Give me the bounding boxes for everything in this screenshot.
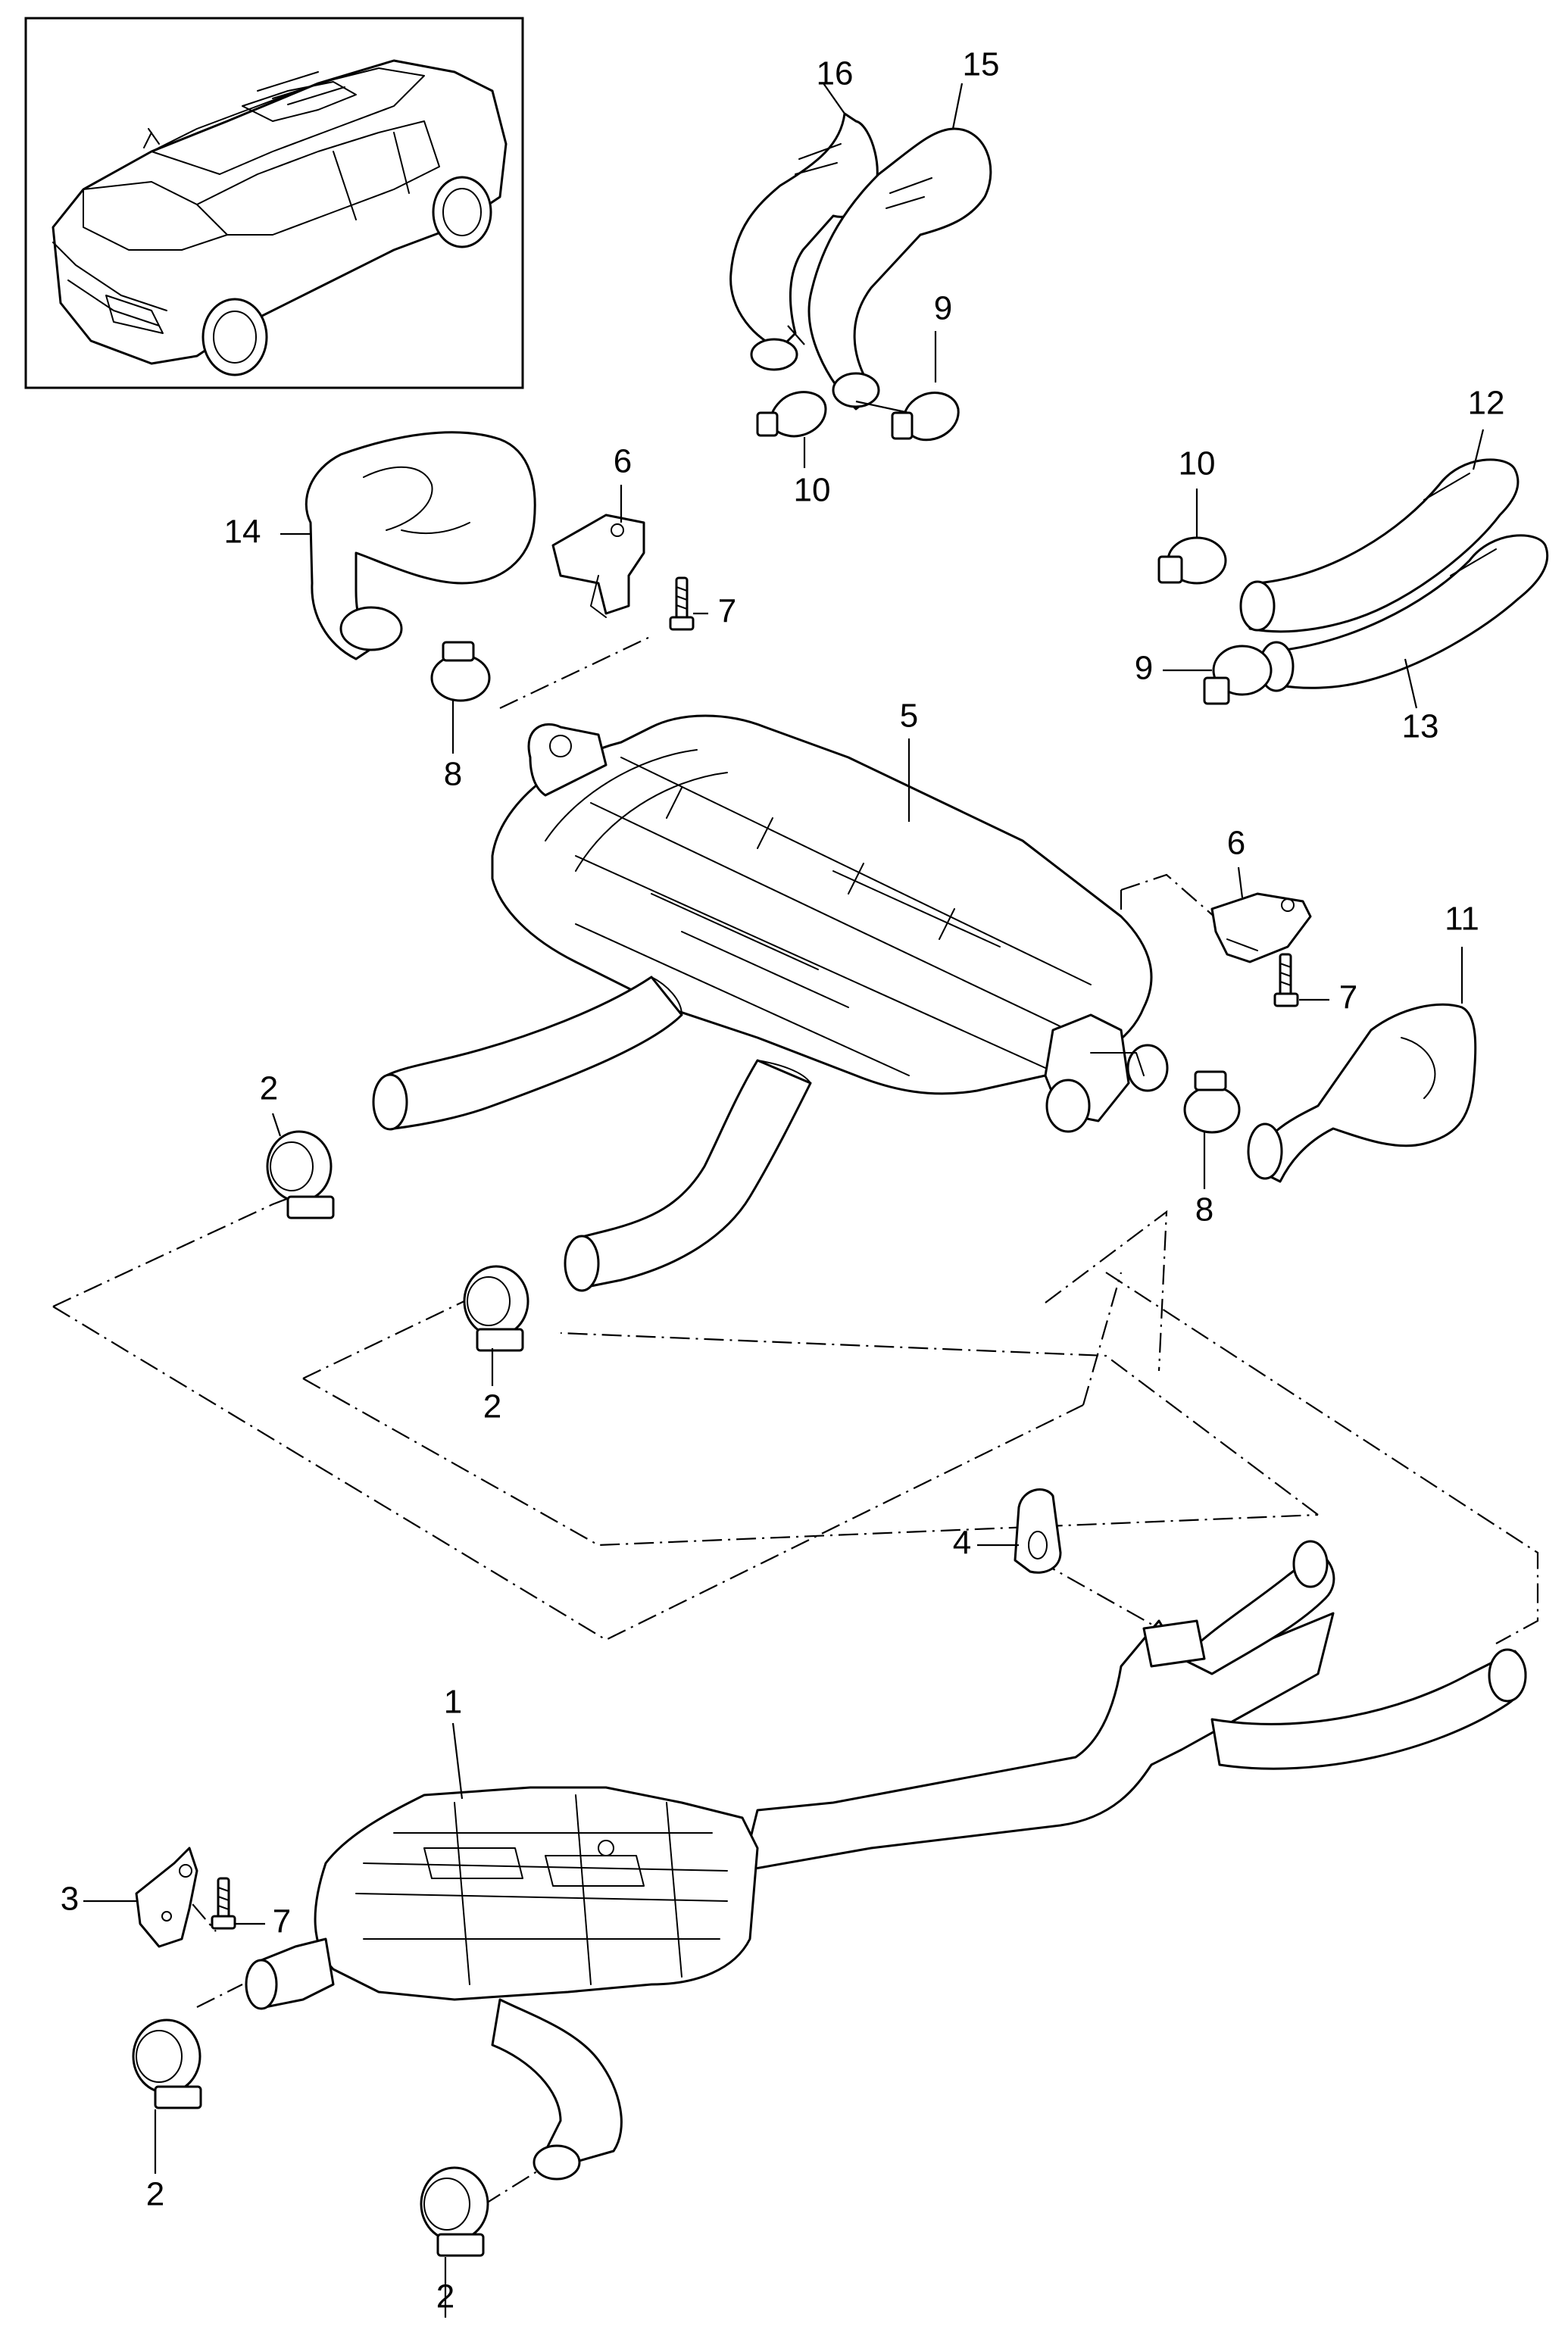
callout-2d: 2 xyxy=(436,2278,454,2315)
callout-10b: 10 xyxy=(1179,445,1216,482)
callout-14: 14 xyxy=(224,514,261,551)
callout-5: 5 xyxy=(900,698,918,735)
callout-2b: 2 xyxy=(483,1388,501,1425)
callout-2a: 2 xyxy=(260,1070,278,1107)
callout-12: 12 xyxy=(1468,385,1505,422)
callout-9b: 9 xyxy=(1135,650,1153,687)
bracket-3 xyxy=(135,1847,198,1948)
suv-illustration xyxy=(52,59,508,376)
silencer-5-outlet xyxy=(1044,1013,1169,1133)
clamp-2-b xyxy=(463,1265,529,1352)
hanger-4 xyxy=(1014,1488,1062,1574)
callout-2c: 2 xyxy=(146,2176,164,2213)
clamp-10-upper xyxy=(756,391,827,438)
callout-4: 4 xyxy=(953,1525,971,1562)
callout-11: 11 xyxy=(1445,901,1479,938)
clamp-2-d xyxy=(420,2166,489,2257)
callout-7b: 7 xyxy=(1339,979,1357,1016)
callout-labels: 1 2 2 2 2 3 4 5 6 6 7 7 7 8 8 9 9 10 10 … xyxy=(61,46,1505,2315)
callout-13: 13 xyxy=(1402,708,1439,745)
clamp-2-a xyxy=(266,1130,335,1219)
front-pipe-assembly-1 xyxy=(245,1540,1527,2181)
callout-8b: 8 xyxy=(1195,1191,1213,1229)
bracket-6-upper xyxy=(551,514,645,618)
callout-7a: 7 xyxy=(718,593,736,630)
clamp-9-right xyxy=(1203,645,1273,705)
rear-muffler-tip-14 xyxy=(305,431,536,660)
callout-6a: 6 xyxy=(614,443,632,480)
vehicle-inset xyxy=(24,17,524,389)
silencer-5-inlet-pipes xyxy=(372,976,812,1292)
callout-1: 1 xyxy=(444,1684,462,1721)
callout-8a: 8 xyxy=(444,756,462,793)
rear-muffler-tip-11 xyxy=(1247,1003,1477,1183)
callout-7c: 7 xyxy=(273,1903,291,1940)
tailpipe-12-13 xyxy=(1239,458,1549,692)
tailpipe-16 xyxy=(729,112,879,350)
callout-15: 15 xyxy=(963,46,1000,83)
callout-16: 16 xyxy=(817,55,854,92)
bolt-7-lower xyxy=(211,1877,236,1930)
bolt-7-upper xyxy=(669,576,695,631)
callout-10a: 10 xyxy=(794,472,831,509)
clamp-9-upper xyxy=(891,392,960,442)
clamp-2-c xyxy=(132,2018,202,2109)
bracket-6-right xyxy=(1210,892,1312,963)
callout-9a: 9 xyxy=(934,290,952,327)
clamp-8-right xyxy=(1183,1070,1241,1134)
bolt-7-right xyxy=(1273,953,1299,1007)
callout-6b: 6 xyxy=(1227,825,1245,862)
tailpipe-15 xyxy=(807,127,992,411)
callout-3: 3 xyxy=(61,1881,79,1918)
clamp-10-right xyxy=(1157,536,1227,585)
tailpipe-16-inlet xyxy=(750,338,798,371)
clamp-8-upper xyxy=(430,641,491,702)
